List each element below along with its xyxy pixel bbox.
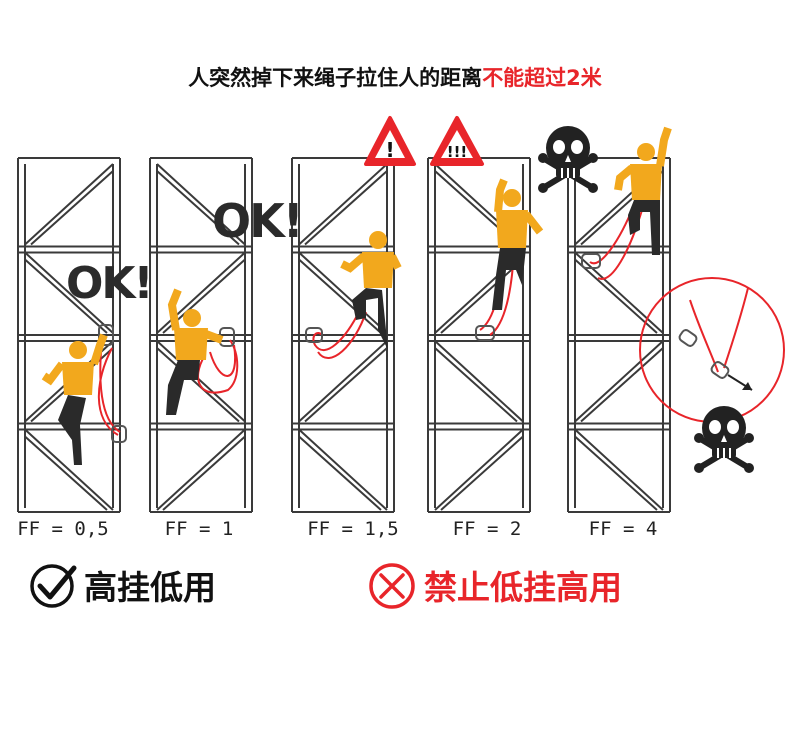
legend-good: 高挂低用: [84, 560, 216, 610]
ff-label-1: FF = 1: [164, 518, 234, 540]
scaffold-frame: [291, 157, 395, 513]
warning-sign-2-label: !!!: [447, 143, 468, 161]
scaffold-frame: [17, 157, 121, 513]
worker-ff-1-5: [305, 231, 402, 359]
legend-bad-label: 禁止低挂高用: [424, 568, 622, 607]
cross-circle-icon: [369, 563, 415, 609]
page-title: 人突然掉下来绳子拉住人的距离不能超过2米: [0, 62, 790, 92]
worker-ff-0-5: [41, 324, 127, 465]
ff-label-1-5: FF = 1,5: [307, 518, 399, 540]
worker-ff-1: [166, 288, 239, 415]
skull-icon-bottom: [694, 406, 754, 473]
scaffold-frame: [149, 157, 253, 513]
skull-icon-top: [538, 126, 598, 193]
ff-label-2: FF = 2: [452, 518, 522, 540]
ff-label-0-5: FF = 0,5: [17, 518, 109, 540]
title-highlight: 不能超过2米: [482, 66, 602, 90]
check-circle-icon: [30, 564, 77, 608]
legend-bad: 禁止低挂高用: [424, 560, 622, 610]
warning-sign-2: !!!: [430, 116, 484, 166]
scaffold-frame: [567, 157, 671, 513]
warning-sign-1: !: [364, 116, 416, 166]
worker-ff-4: [581, 126, 672, 280]
ok-label-ff-1: OK!: [212, 194, 304, 248]
warning-sign-1-label: !: [385, 138, 394, 162]
worker-ff-2: [475, 178, 544, 341]
legend-good-label: 高挂低用: [84, 568, 216, 607]
title-prefix: 人突然掉下来绳子拉住人的距离: [188, 66, 483, 90]
ok-label-ff-0-5: OK!: [66, 258, 154, 309]
ff-label-4: FF = 4: [588, 518, 658, 540]
